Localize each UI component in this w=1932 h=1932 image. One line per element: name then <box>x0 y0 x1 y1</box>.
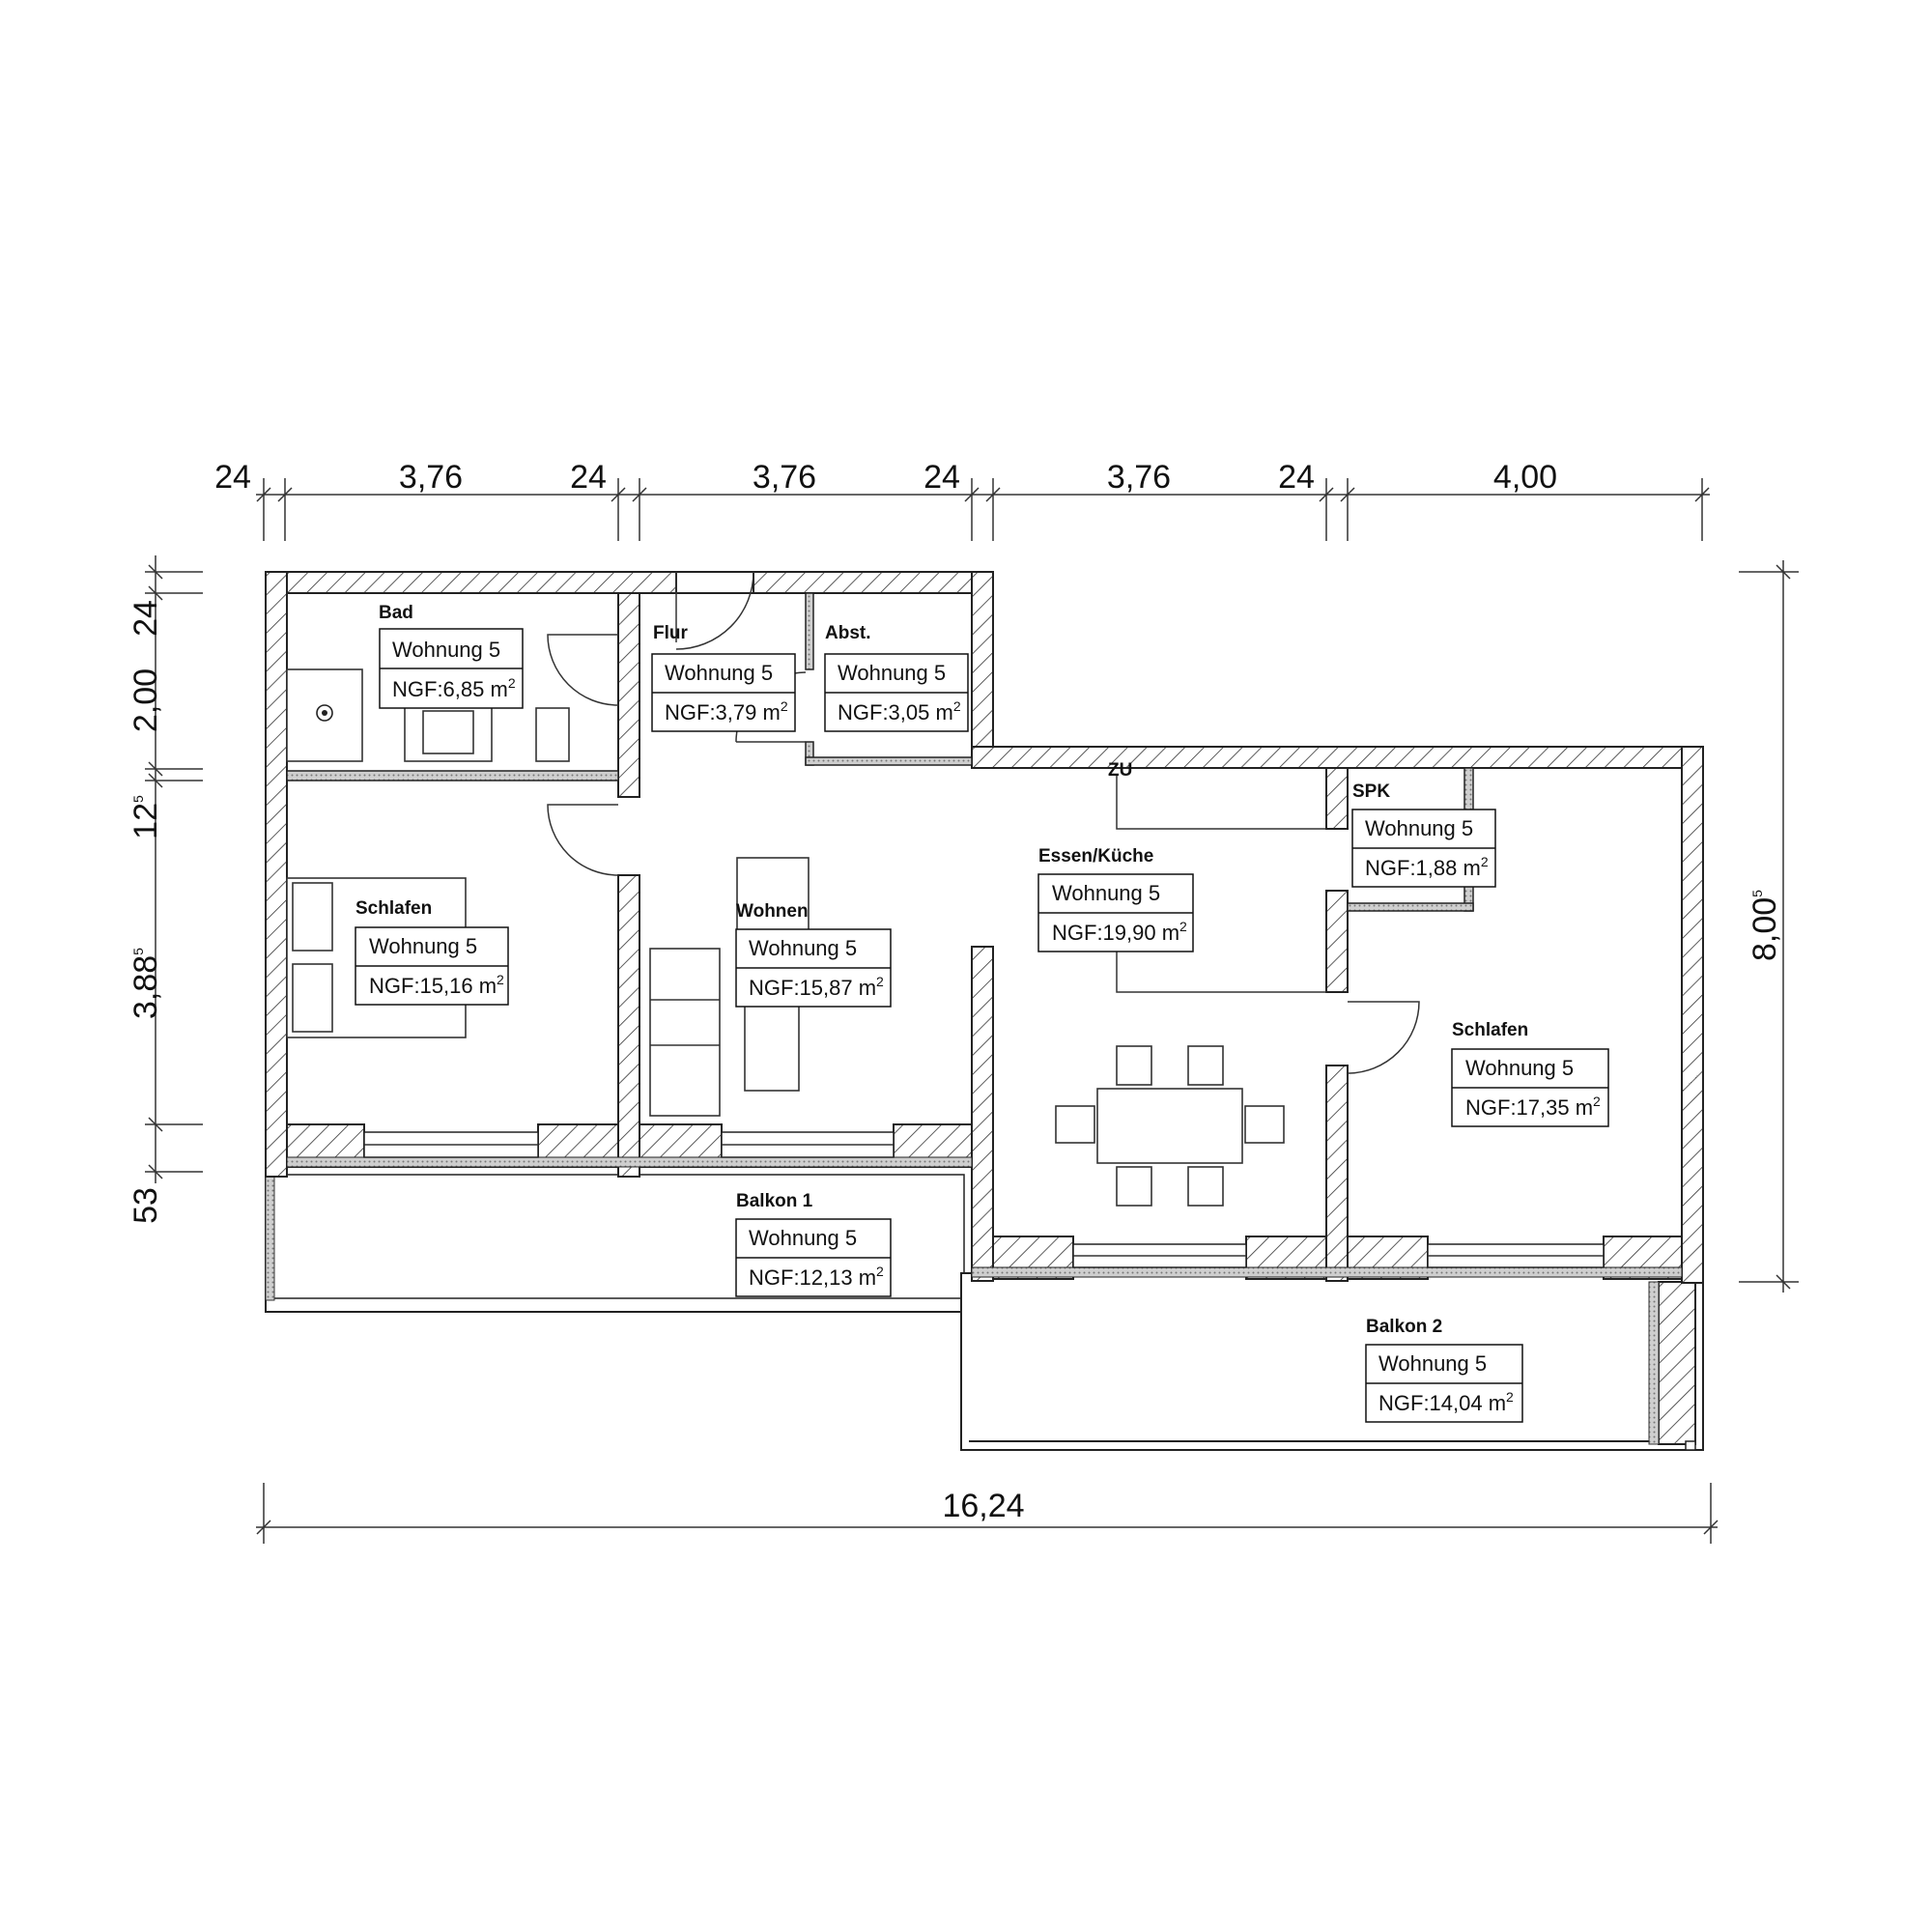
dim-top-4: 3,76 <box>753 459 816 496</box>
room-unit: Wohnung 5 <box>392 638 500 662</box>
room-area: NGF:3,05 m2 <box>838 698 961 724</box>
dim-top-8: 4,00 <box>1493 459 1557 496</box>
shelf <box>649 948 721 1117</box>
room-unit: Wohnung 5 <box>369 934 477 958</box>
room-unit: Wohnung 5 <box>1052 881 1160 905</box>
annotation-zu: ZU <box>1108 760 1132 781</box>
dim-left-4: 3,885 <box>128 948 164 1019</box>
room-unit: Wohnung 5 <box>1465 1056 1574 1080</box>
room-name: Schlafen <box>1452 1020 1528 1040</box>
room-name: Abst. <box>825 623 871 643</box>
dimension-left: 24 2,00 125 3,885 53 <box>128 555 203 1224</box>
room-area: NGF:19,90 m2 <box>1052 919 1187 945</box>
dim-right: 8,005 <box>1747 890 1783 961</box>
walls <box>265 571 1704 1284</box>
room-unit: Wohnung 5 <box>1365 816 1473 840</box>
room-label-balkon-1: Balkon 1 Wohnung 5 NGF:12,13 m2 <box>735 1191 892 1297</box>
dim-left-1: 24 <box>128 600 164 637</box>
dim-top-1: 24 <box>214 459 251 496</box>
room-name: SPK <box>1352 781 1390 802</box>
dim-top-6: 3,76 <box>1107 459 1171 496</box>
room-area: NGF:12,13 m2 <box>749 1264 884 1290</box>
room-name: Essen/Küche <box>1038 846 1153 867</box>
room-unit: Wohnung 5 <box>749 1226 857 1250</box>
room-label-schlafen-1: Schlafen Wohnung 5 NGF:15,16 m2 <box>355 898 509 1006</box>
dim-bottom: 16,24 <box>942 1488 1024 1524</box>
toilet <box>535 707 570 762</box>
room-name: Balkon 1 <box>736 1191 813 1211</box>
room-label-wohnen: Wohnen Wohnung 5 NGF:15,87 m2 <box>735 901 892 1008</box>
room-area: NGF:1,88 m2 <box>1365 854 1489 880</box>
room-label-bad: Bad Wohnung 5 NGF:6,85 m2 <box>379 603 524 709</box>
dimension-top: 24 3,76 24 3,76 24 3,76 24 4,00 <box>214 459 1710 541</box>
room-area: NGF:15,16 m2 <box>369 972 504 998</box>
room-label-abst: Abst. Wohnung 5 NGF:3,05 m2 <box>824 623 969 732</box>
room-name: Flur <box>653 623 688 643</box>
dimension-bottom: 16,24 <box>256 1483 1719 1544</box>
room-label-spk: SPK Wohnung 5 NGF:1,88 m2 <box>1351 781 1496 888</box>
room-unit: Wohnung 5 <box>838 661 946 685</box>
dim-left-5: 53 <box>128 1187 164 1224</box>
dimension-right: 8,005 <box>1739 560 1799 1293</box>
room-area: NGF:17,35 m2 <box>1465 1094 1601 1120</box>
dim-left-3: 125 <box>128 795 164 839</box>
dim-top-2: 3,76 <box>399 459 463 496</box>
room-label-schlafen-2: Schlafen Wohnung 5 NGF:17,35 m2 <box>1451 1020 1609 1127</box>
room-label-flur: Flur Wohnung 5 NGF:3,79 m2 <box>651 623 796 732</box>
room-name: Balkon 2 <box>1366 1317 1442 1337</box>
furniture <box>286 668 1285 1207</box>
room-label-essen-kueche: Essen/Küche Wohnung 5 NGF:19,90 m2 <box>1037 846 1194 952</box>
room-name: Wohnen <box>736 901 809 922</box>
room-area: NGF:6,85 m2 <box>392 675 516 701</box>
room-area: NGF:3,79 m2 <box>665 698 788 724</box>
dim-left-2: 2,00 <box>128 668 164 732</box>
dim-top-7: 24 <box>1278 459 1315 496</box>
room-area: NGF:14,04 m2 <box>1378 1389 1514 1415</box>
balkon-2 <box>960 1272 1704 1451</box>
room-name: Schlafen <box>355 898 432 919</box>
armchair <box>736 857 810 938</box>
dining-table <box>1096 1088 1243 1164</box>
dim-top-3: 24 <box>570 459 607 496</box>
room-unit: Wohnung 5 <box>749 936 857 960</box>
windows <box>363 1131 1605 1268</box>
room-label-balkon-2: Balkon 2 Wohnung 5 NGF:14,04 m2 <box>1365 1317 1523 1423</box>
room-unit: Wohnung 5 <box>665 661 773 685</box>
shower-tray <box>286 668 363 762</box>
room-name: Bad <box>379 603 413 623</box>
room-area: NGF:15,87 m2 <box>749 974 884 1000</box>
room-unit: Wohnung 5 <box>1378 1351 1487 1376</box>
dim-top-5: 24 <box>923 459 960 496</box>
